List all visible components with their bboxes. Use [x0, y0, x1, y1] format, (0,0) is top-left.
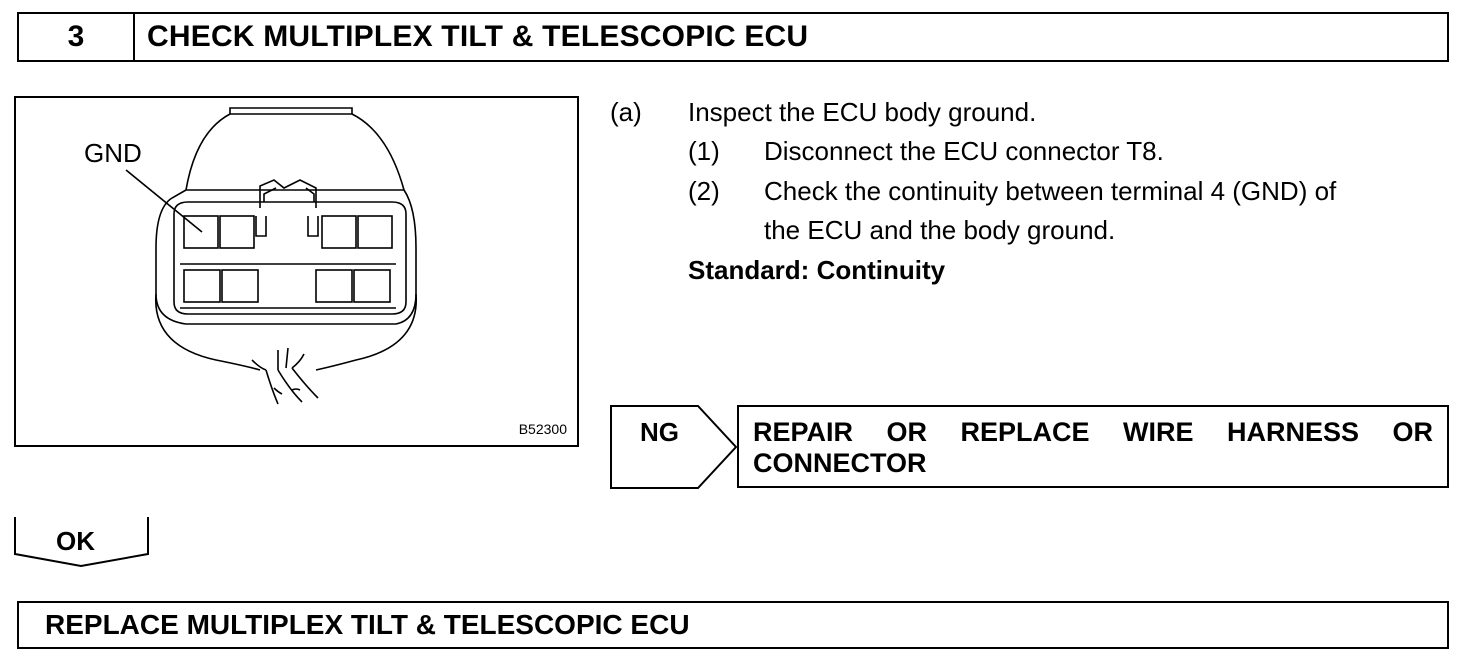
substep-2-text-line1: Check the continuity between terminal 4 …	[764, 176, 1337, 206]
ng-label: NG	[640, 417, 679, 447]
step-header: 3 CHECK MULTIPLEX TILT & TELESCOPIC ECU	[17, 12, 1449, 62]
ng-action-word: HARNESS	[1226, 417, 1359, 447]
substep-1-text: Disconnect the ECU connector T8.	[764, 136, 1164, 166]
ng-action-line1: REPAIR OR REPLACE WIRE HARNESS OR	[753, 417, 1433, 448]
step-title: CHECK MULTIPLEX TILT & TELESCOPIC ECU	[147, 20, 809, 53]
result-box: REPLACE MULTIPLEX TILT & TELESCOPIC ECU	[17, 601, 1449, 649]
substep-1-marker: (1)	[688, 136, 720, 166]
ng-action-word: REPLACE	[960, 417, 1090, 447]
ok-label: OK	[56, 526, 95, 556]
ng-action-word: OR	[1392, 417, 1433, 447]
substep-2-text-line2: the ECU and the body ground.	[764, 215, 1116, 245]
connector-figure: GND B52300	[14, 96, 579, 447]
ng-action-word: REPAIR	[753, 417, 854, 447]
result-text: REPLACE MULTIPLEX TILT & TELESCOPIC ECU	[45, 609, 690, 640]
step-a-text: Inspect the ECU body ground.	[688, 97, 1037, 127]
step-a-marker: (a)	[610, 97, 642, 127]
substep-2-marker: (2)	[688, 176, 720, 206]
ng-action-word: WIRE	[1122, 417, 1194, 447]
connector-drawing	[125, 107, 417, 405]
figure-code: B52300	[518, 421, 567, 437]
ok-arrow-box	[14, 517, 149, 568]
step-number: 3	[19, 14, 135, 60]
ng-action-word: OR	[886, 417, 928, 447]
ng-arrow-box	[610, 405, 738, 489]
gnd-label: GND	[84, 138, 142, 168]
standard-spec: Standard: Continuity	[688, 255, 946, 285]
ng-action-line2: CONNECTOR	[753, 448, 927, 478]
ng-action-box: REPAIR OR REPLACE WIRE HARNESS OR CONNEC…	[737, 405, 1449, 488]
